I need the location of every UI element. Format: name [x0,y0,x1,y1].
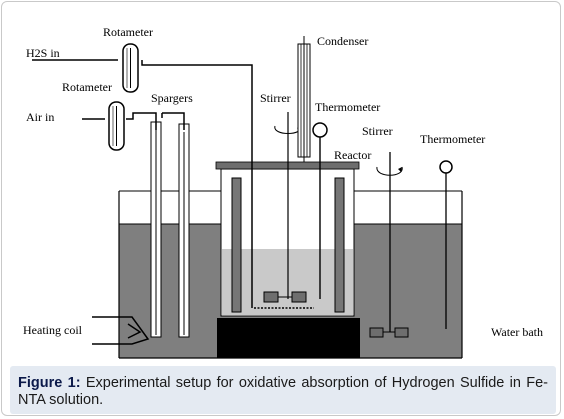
label-rotameter-mid: Rotameter [62,80,112,94]
figure-caption: Figure 1: Experimental setup for oxidati… [10,366,556,414]
gas-lines [32,59,253,308]
heating-coil [92,316,150,345]
label-spargers: Spargers [151,91,193,105]
bath-stirrer [369,152,409,338]
heater-block [217,318,360,358]
condenser [297,36,311,162]
caption-text: Experimental setup for oxidative absorpt… [18,375,549,408]
label-heating-coil: Heating coil [23,323,83,337]
label-h2s-in: H2S in [26,46,60,60]
label-condenser: Condenser [317,34,368,48]
label-rotameter-top: Rotameter [103,25,153,39]
label-reactor: Reactor [334,148,371,162]
reactor-thermometer [312,122,328,299]
reactor-baffle-left [231,177,242,313]
reactor-baffle-right [334,177,345,313]
label-thermometer-reactor: Thermometer [315,100,380,114]
caption-text-block: Figure 1: Experimental setup for oxidati… [10,366,556,409]
bath-thermometer [439,160,453,329]
rotameter-top [122,43,139,93]
label-water-bath: Water bath [491,325,543,339]
label-stirrer-bath: Stirrer [362,124,393,138]
caption-label: Figure 1: [18,375,81,391]
label-stirrer-reactor: Stirrer [260,91,291,105]
rotameter-mid [108,101,125,151]
label-thermometer-bath: Thermometer [420,132,485,146]
setup-diagram: H2S in Air in Rotameter Rotameter Sparge… [23,25,543,359]
label-air-in: Air in [26,110,54,124]
